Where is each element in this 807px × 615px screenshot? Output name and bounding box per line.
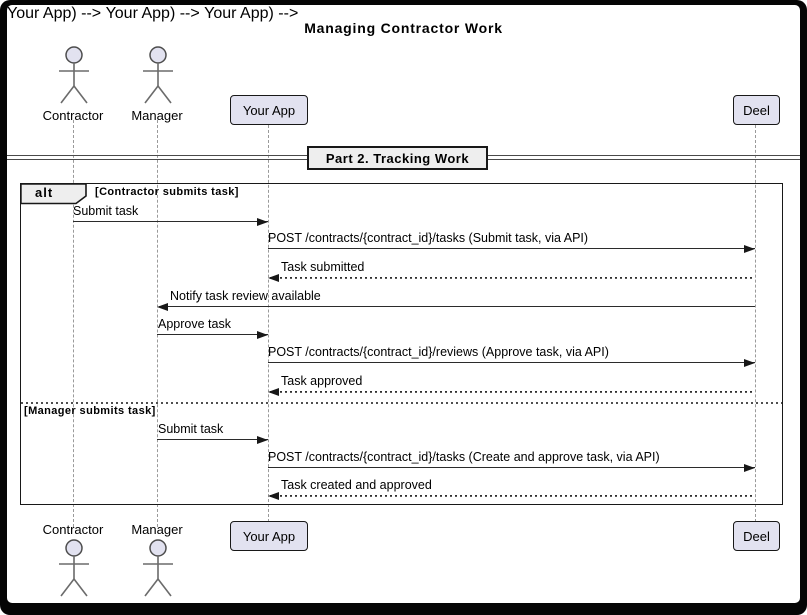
message-label: Submit task bbox=[158, 422, 224, 436]
arrowhead-right-icon bbox=[257, 330, 268, 339]
alt-else-separator bbox=[21, 402, 782, 404]
message-arrow bbox=[268, 362, 755, 363]
alt-frame bbox=[20, 183, 783, 505]
diagram-paper: Managing Contractor Work Contractor Mana… bbox=[7, 5, 800, 603]
participant-box-deel-bottom: Deel bbox=[733, 521, 780, 551]
message-return-arrow bbox=[270, 277, 755, 279]
actor-icon-contractor bbox=[59, 46, 89, 104]
message-label: POST /contracts/{contract_id}/tasks (Cre… bbox=[268, 450, 660, 464]
participant-label-contractor-top: Contractor bbox=[42, 108, 104, 123]
arrowhead-left-icon bbox=[268, 273, 279, 282]
arrowhead-right-icon bbox=[744, 463, 755, 472]
message-label: POST /contracts/{contract_id}/reviews (A… bbox=[268, 345, 609, 359]
lifeline-contractor bbox=[73, 120, 74, 527]
participant-box-your-app-top: Your App bbox=[230, 95, 308, 125]
arrowhead-left-icon bbox=[157, 302, 168, 311]
participant-label-manager-bottom: Manager bbox=[131, 522, 183, 537]
arrowhead-right-icon bbox=[257, 217, 268, 226]
message-arrow bbox=[157, 334, 268, 335]
alt-guard-1: [Contractor submits task] bbox=[95, 186, 239, 198]
lifeline-deel bbox=[755, 120, 756, 527]
message-arrow bbox=[73, 221, 268, 222]
message-label: POST /contracts/{contract_id}/tasks (Sub… bbox=[268, 231, 589, 245]
lifeline-manager bbox=[157, 120, 158, 527]
arrowhead-right-icon bbox=[744, 244, 755, 253]
message-label: Task created and approved bbox=[281, 478, 432, 492]
message-arrow bbox=[268, 467, 755, 468]
message-label: Task submitted bbox=[281, 260, 365, 274]
arrowhead-right-icon bbox=[744, 358, 755, 367]
participant-label-manager-top: Manager bbox=[131, 108, 183, 123]
arrowhead-left-icon bbox=[268, 491, 279, 500]
message-label: Task approved bbox=[281, 374, 363, 388]
actor-icon-contractor-bottom bbox=[59, 539, 89, 597]
alt-frame-operator-pentagon bbox=[20, 183, 87, 205]
alt-guard-2: [Manager submits task] bbox=[24, 405, 156, 417]
alt-frame-operator: alt bbox=[35, 185, 54, 200]
diagram-title: Managing Contractor Work bbox=[304, 20, 503, 36]
arrowhead-right-icon bbox=[257, 435, 268, 444]
message-arrow bbox=[268, 248, 755, 249]
message-return-arrow bbox=[270, 495, 755, 497]
message-label: Submit task bbox=[73, 204, 139, 218]
participant-box-deel-top: Deel bbox=[733, 95, 780, 125]
message-label: Notify task review available bbox=[170, 289, 321, 303]
message-arrow bbox=[157, 439, 268, 440]
divider-label-box: Part 2. Tracking Work bbox=[307, 146, 488, 170]
message-return-arrow bbox=[270, 391, 755, 393]
participant-label-contractor-bottom: Contractor bbox=[42, 522, 104, 537]
actor-icon-manager-bottom bbox=[143, 539, 173, 597]
message-arrow bbox=[159, 306, 755, 307]
participant-box-your-app-bottom: Your App bbox=[230, 521, 308, 551]
lifeline-your-app bbox=[268, 120, 269, 527]
message-label: Approve task bbox=[158, 317, 231, 331]
actor-icon-manager bbox=[143, 46, 173, 104]
arrowhead-left-icon bbox=[268, 387, 279, 396]
